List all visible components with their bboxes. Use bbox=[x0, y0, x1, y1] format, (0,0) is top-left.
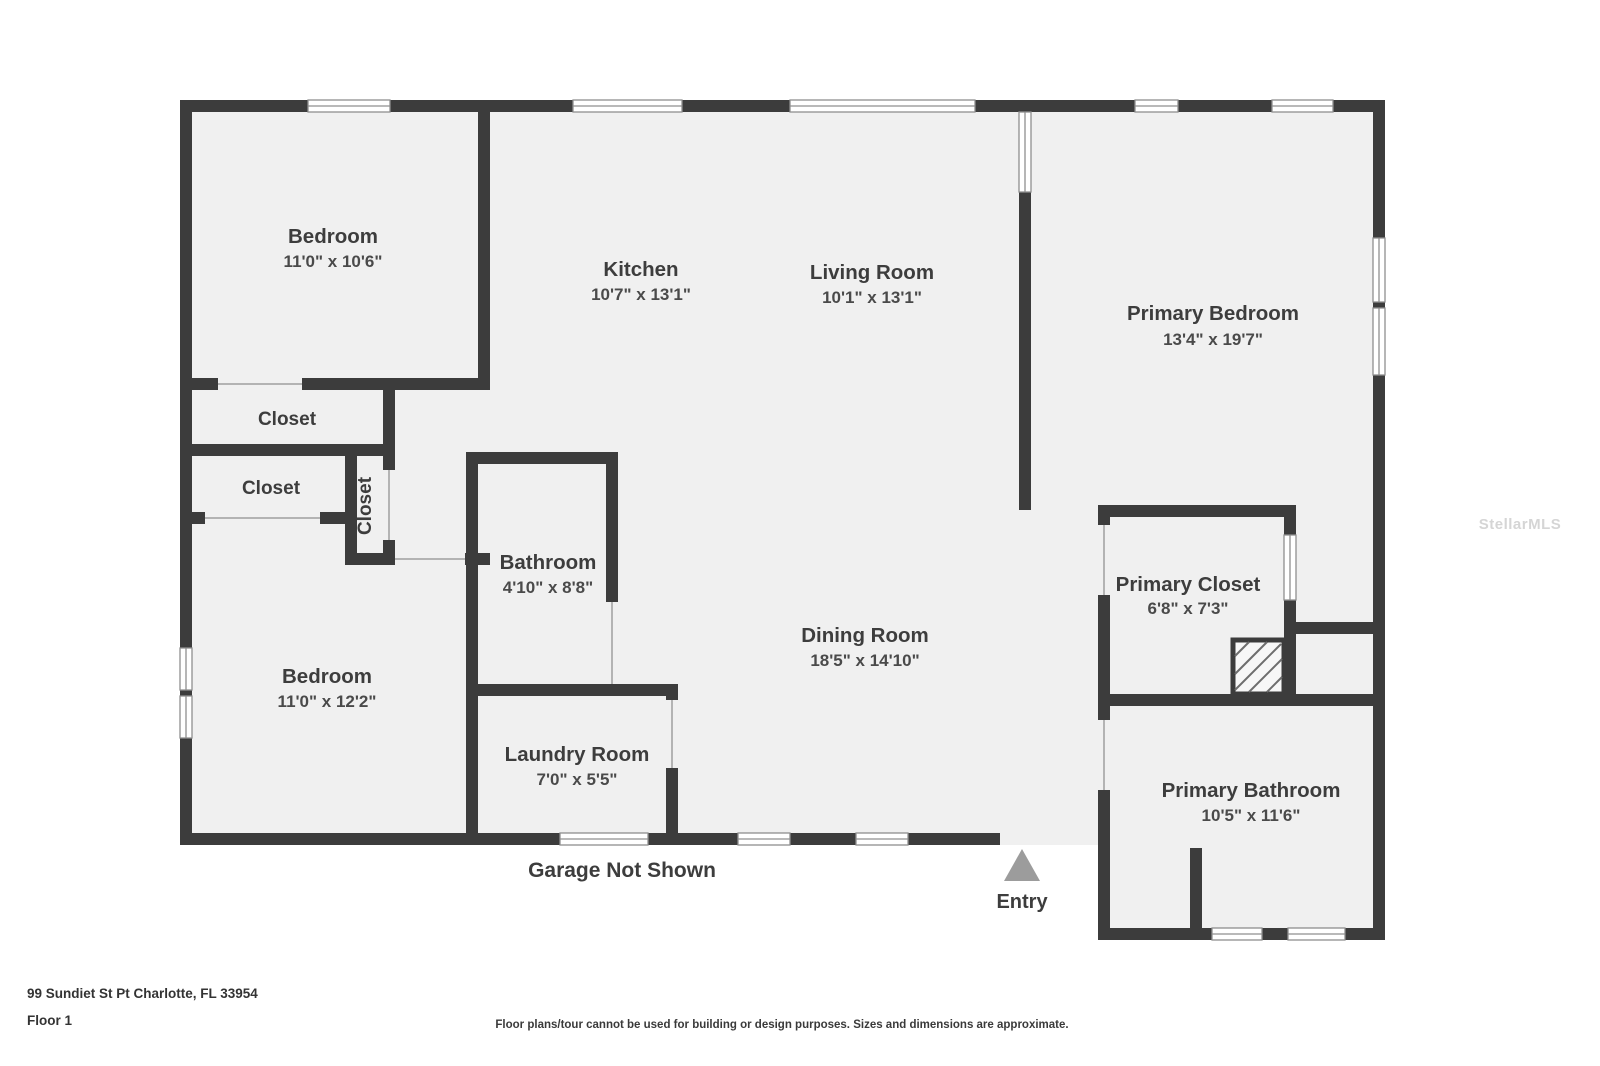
entry-label: Entry bbox=[996, 891, 1048, 913]
room-living-name: Living Room bbox=[810, 261, 934, 284]
room-bedroom-1-name: Bedroom bbox=[288, 225, 378, 248]
room-bathroom-name: Bathroom bbox=[500, 551, 597, 574]
window-icon bbox=[307, 99, 391, 113]
window-icon bbox=[1211, 927, 1263, 941]
window-icon bbox=[572, 99, 683, 113]
room-laundry-name: Laundry Room bbox=[505, 743, 650, 766]
window-icon bbox=[1271, 99, 1334, 113]
door-openings bbox=[205, 383, 1105, 790]
window-icon bbox=[1134, 99, 1179, 113]
window-icon bbox=[1372, 307, 1386, 376]
watermark: StellarMLS bbox=[1479, 516, 1562, 533]
window-icon bbox=[1372, 237, 1386, 303]
room-bedroom-2-dims: 11'0" x 12'2" bbox=[278, 692, 377, 711]
room-kitchen-name: Kitchen bbox=[603, 258, 678, 281]
room-dining-name: Dining Room bbox=[801, 624, 929, 647]
hatch-fixture-icon bbox=[1230, 637, 1287, 697]
room-closet-1-name: Closet bbox=[258, 409, 317, 430]
entry-arrow-icon bbox=[1004, 849, 1040, 881]
room-dining-dims: 18'5" x 14'10" bbox=[810, 651, 919, 670]
room-laundry-dims: 7'0" x 5'5" bbox=[537, 770, 618, 789]
window-icon bbox=[789, 99, 976, 113]
room-primary-bathroom-name: Primary Bathroom bbox=[1162, 779, 1341, 802]
walls bbox=[180, 100, 1385, 940]
room-closet-3-name: Closet bbox=[355, 476, 376, 535]
room-bedroom-1-dims: 11'0" x 10'6" bbox=[284, 252, 383, 271]
window-icon bbox=[1283, 534, 1297, 601]
room-kitchen-dims: 10'7" x 13'1" bbox=[591, 285, 691, 304]
room-primary-bedroom-name: Primary Bedroom bbox=[1127, 302, 1299, 325]
room-closet-2-name: Closet bbox=[242, 478, 301, 499]
footer-disclaimer: Floor plans/tour cannot be used for buil… bbox=[495, 1019, 1068, 1031]
footer-floor: Floor 1 bbox=[27, 1013, 72, 1028]
windows bbox=[179, 99, 1386, 941]
room-living-dims: 10'1" x 13'1" bbox=[822, 288, 922, 307]
room-primary-bathroom-dims: 10'5" x 11'6" bbox=[1202, 806, 1301, 825]
window-icon bbox=[179, 695, 193, 739]
room-bathroom-dims: 4'10" x 8'8" bbox=[503, 578, 593, 597]
window-icon bbox=[179, 647, 193, 691]
footer-address: 99 Sundiet St Pt Charlotte, FL 33954 bbox=[27, 986, 258, 1001]
window-icon bbox=[1018, 111, 1032, 193]
window-icon bbox=[855, 832, 909, 846]
floor-fill bbox=[180, 100, 1385, 940]
room-primary-closet-dims: 6'8" x 7'3" bbox=[1148, 599, 1229, 618]
room-labels: Bedroom 11'0" x 10'6" Kitchen 10'7" x 13… bbox=[242, 225, 1340, 825]
window-icon bbox=[559, 832, 649, 846]
room-bedroom-2-name: Bedroom bbox=[282, 665, 372, 688]
window-icon bbox=[1287, 927, 1346, 941]
window-icon bbox=[737, 832, 791, 846]
room-primary-bedroom-dims: 13'4" x 19'7" bbox=[1163, 330, 1263, 349]
garage-note: Garage Not Shown bbox=[528, 859, 716, 882]
room-primary-closet-name: Primary Closet bbox=[1116, 573, 1261, 596]
